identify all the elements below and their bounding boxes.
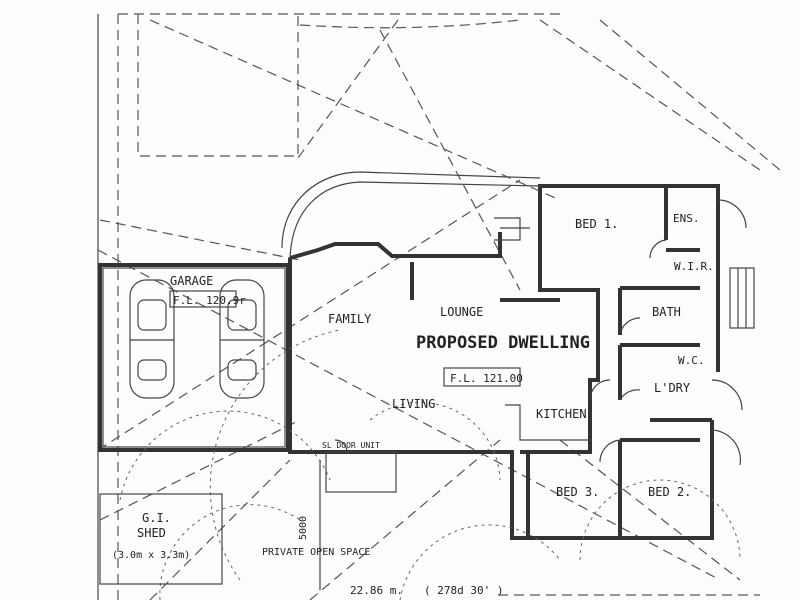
label-ens: ENS.: [673, 212, 700, 225]
label-dimension-5000: 5000: [298, 516, 309, 540]
label-lounge: LOUNGE: [440, 305, 483, 319]
label-shed-size: (3.0m x 3.3m): [112, 550, 190, 561]
sl-door-unit-outline: [325, 451, 397, 493]
diagonal-guides: [97, 19, 781, 600]
label-wc: W.C.: [678, 354, 705, 367]
dwelling-fl-box: [443, 367, 521, 387]
label-bed2: BED 2.: [648, 485, 691, 499]
label-wir: W.I.R.: [674, 260, 714, 273]
garage-fl-box: [169, 290, 237, 308]
label-family: FAMILY: [328, 312, 372, 326]
car-left-icon: [129, 279, 175, 399]
label-bed1: BED 1.: [575, 217, 618, 231]
curved-entry-wall: [281, 171, 541, 249]
entry-steps: [494, 217, 530, 241]
label-bath: BATH: [652, 305, 681, 319]
label-shed-gi: G.I.: [142, 511, 171, 525]
label-shed: SHED: [137, 526, 166, 540]
door-swings: [334, 199, 747, 466]
construction-arcs: [119, 329, 741, 600]
label-ldry: L'DRY: [654, 381, 691, 395]
label-private-open-space: PRIVATE OPEN SPACE: [262, 547, 370, 558]
label-living: LIVING: [392, 397, 435, 411]
label-sl-door-unit: SL DOOR UNIT: [322, 441, 380, 450]
label-garage: GARAGE: [170, 274, 213, 288]
existing-structure-outline: [137, 14, 521, 159]
right-steps: [729, 267, 755, 329]
label-kitchen: KITCHEN: [536, 407, 587, 421]
kitchen-bench: [505, 404, 590, 441]
label-garage-fl: F.L. 120.9r: [173, 294, 246, 307]
label-proposed-dwelling: PROPOSED DWELLING: [416, 333, 590, 353]
garage-outline: [98, 263, 290, 452]
label-bearing: ( 278d 30' ): [424, 584, 503, 597]
shed-outline: [99, 493, 223, 585]
label-dimension-22-86: 22.86 m.: [350, 584, 403, 597]
label-dwelling-fl: F.L. 121.00: [450, 372, 523, 385]
car-right-icon: [219, 279, 265, 399]
dwelling-walls: [288, 184, 720, 540]
label-bed3: BED 3.: [556, 485, 599, 499]
